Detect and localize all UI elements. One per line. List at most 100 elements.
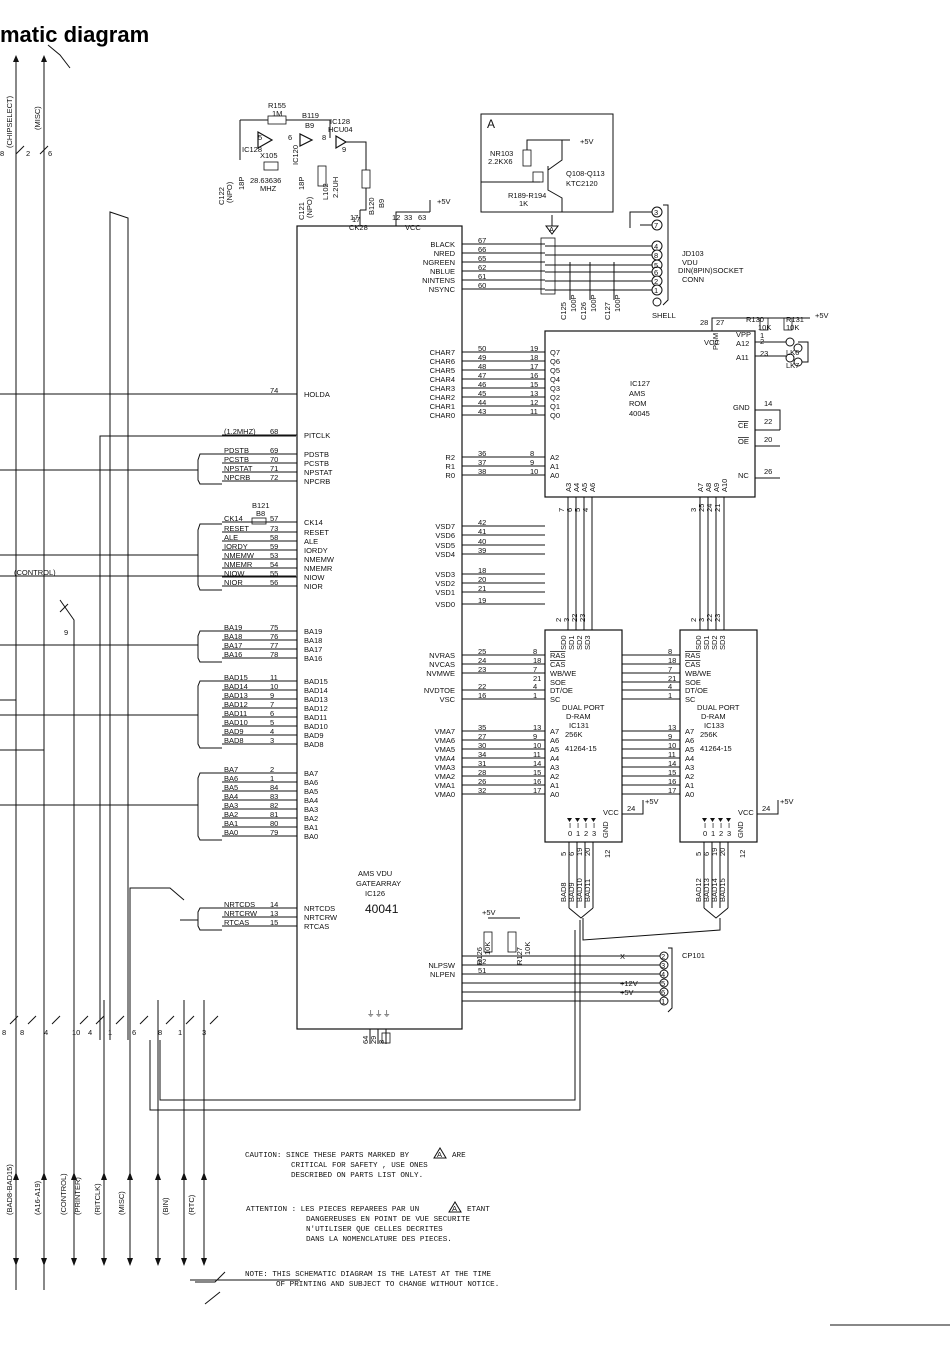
gatearray-right-pin: VSC bbox=[440, 695, 456, 704]
bus-count-bottom: 1 bbox=[178, 1028, 182, 1037]
net-label: BA17 bbox=[224, 641, 242, 650]
gatearray-pin-num: 37 bbox=[478, 458, 486, 467]
detail-wire bbox=[526, 139, 570, 150]
bus-arrow-bottom bbox=[127, 1258, 133, 1266]
rom-data-pin: Q1 bbox=[550, 402, 560, 411]
bus-arrow-mid bbox=[181, 1172, 187, 1180]
pitclk-route bbox=[99, 435, 296, 1040]
gatearray-right-pin: NSYNC bbox=[429, 285, 456, 294]
dram1-box bbox=[544, 629, 623, 843]
r155 bbox=[267, 115, 287, 125]
buffer-b119 bbox=[299, 133, 314, 147]
net-label: NIOW bbox=[224, 569, 245, 578]
jd103-pin-num: 8 bbox=[654, 251, 658, 260]
gatearray-pin-num: 84 bbox=[270, 783, 278, 792]
routing bbox=[195, 1271, 226, 1283]
gatearray-box bbox=[296, 225, 463, 1030]
caution-line: CAUTION: SINCE THESE PARTS MARKED BY bbox=[245, 1152, 409, 1160]
dram-pin-num: 23 bbox=[713, 614, 722, 622]
gatearray-pin-num: 41 bbox=[478, 527, 486, 536]
gatearray-name2: GATEARRAY bbox=[356, 879, 401, 888]
gatearray-pin-num: 30 bbox=[478, 741, 486, 750]
b120 bbox=[361, 169, 371, 189]
dram-gnd: GND bbox=[601, 821, 610, 838]
c122-type: (NPO) bbox=[225, 181, 234, 203]
dram-io: I bbox=[569, 821, 571, 830]
b119-val: B9 bbox=[305, 121, 314, 130]
dram-l2: D-RAM bbox=[701, 712, 726, 721]
gatearray-pin-num: 3 bbox=[270, 736, 274, 745]
bus-route bbox=[0, 640, 45, 751]
dram-bus-join bbox=[582, 918, 721, 941]
gatearray-right-pin: R0 bbox=[445, 471, 455, 480]
gatearray-pin-num: 31 bbox=[478, 759, 486, 768]
routing bbox=[129, 887, 185, 1040]
rom-pin-num: 27 bbox=[716, 318, 724, 327]
bracket-a16 bbox=[197, 630, 222, 663]
gatearray-right-pin: NRED bbox=[434, 249, 456, 258]
gnd-symbol: ⏚ bbox=[375, 1009, 383, 1018]
net-label: BAD9 bbox=[224, 727, 244, 736]
dram-vcc-wire bbox=[757, 800, 779, 815]
gatearray-right-pin: NBLUE bbox=[430, 267, 455, 276]
osc-pin: 5 bbox=[258, 133, 262, 142]
dram-bus-merge bbox=[703, 907, 729, 919]
net-label: ALE bbox=[224, 533, 238, 542]
dram-ctl-pin: CAS bbox=[550, 660, 565, 669]
bus-count-bottom: 8 bbox=[158, 1028, 162, 1037]
dram-pin-num: 15 bbox=[533, 768, 541, 777]
lk-wire bbox=[798, 341, 809, 363]
gatearray-right-pin: VSD5 bbox=[435, 541, 455, 550]
bus-count: 6 bbox=[48, 149, 52, 158]
dram-pin-num: 20 bbox=[718, 848, 727, 856]
dram-ctl-pin: SC bbox=[685, 695, 696, 704]
bus-arrow-bottom bbox=[71, 1258, 77, 1266]
lk6-a bbox=[785, 337, 795, 347]
dram-addr-pin: A5 bbox=[550, 745, 559, 754]
cp101-net: +5V bbox=[620, 988, 634, 997]
dram-pin-num: 7 bbox=[533, 665, 537, 674]
jd103-wire bbox=[629, 211, 652, 228]
dram-ctl-pin: SOE bbox=[550, 678, 566, 687]
rom-pin-num: 26 bbox=[764, 467, 772, 476]
b121-val: B8 bbox=[256, 509, 265, 518]
rom-pin-num: 17 bbox=[530, 362, 538, 371]
gatearray-left-pin: NPSTAT bbox=[304, 468, 333, 477]
dram-pin-num: 9 bbox=[668, 732, 672, 741]
b120-label: B120 bbox=[367, 197, 376, 215]
bus-slash bbox=[9, 1015, 19, 1025]
dram-ctl-pin: DT/OE bbox=[550, 686, 573, 695]
gatearray-left-pin: BAD14 bbox=[304, 686, 328, 695]
warning-mark: A bbox=[452, 1204, 457, 1213]
net-label: BA2 bbox=[224, 810, 238, 819]
gatearray-right-pin: NINTENS bbox=[422, 276, 455, 285]
vcc-wire bbox=[395, 211, 430, 226]
warning-triangle bbox=[433, 1147, 447, 1159]
dram-io-num: 1 bbox=[576, 829, 580, 838]
dram-pin-num: 18 bbox=[668, 656, 676, 665]
dram-bus-label: BAD9 bbox=[567, 882, 576, 902]
dram-pin-num: 12 bbox=[738, 850, 747, 858]
dram-l1: DUAL PORT bbox=[697, 703, 740, 712]
rom-addr-pin: A0 bbox=[550, 471, 559, 480]
gatearray-pin-num: 65 bbox=[478, 254, 486, 263]
dram-pin-num: 17 bbox=[533, 786, 541, 795]
gatearray-pin-num: 48 bbox=[478, 362, 486, 371]
jd103-pin bbox=[651, 284, 663, 296]
rom-bottom-pin: A8 bbox=[704, 483, 713, 492]
rom-type: ROM bbox=[629, 399, 647, 408]
rom-pin-num: 8 bbox=[530, 449, 534, 458]
gatearray-right-pin: R2 bbox=[445, 453, 455, 462]
gatearray-pin-num: 72 bbox=[270, 473, 278, 482]
gnd-symbol: ⏚ bbox=[383, 1009, 391, 1018]
gatearray-pin-num: 57 bbox=[270, 514, 278, 523]
dram-pin-num: 23 bbox=[578, 614, 587, 622]
gatearray-name: AMS VDU bbox=[358, 869, 392, 878]
net-label: NRTCDS bbox=[224, 900, 255, 909]
dram-vcc-wire bbox=[622, 800, 644, 815]
rom-right-pin: NC bbox=[738, 471, 749, 480]
r126-val: 10K bbox=[483, 942, 492, 955]
dram-addr-pin: A7 bbox=[685, 727, 694, 736]
bus-arrow-top bbox=[13, 55, 19, 62]
gatearray-left-pin: NIOW bbox=[304, 573, 325, 582]
